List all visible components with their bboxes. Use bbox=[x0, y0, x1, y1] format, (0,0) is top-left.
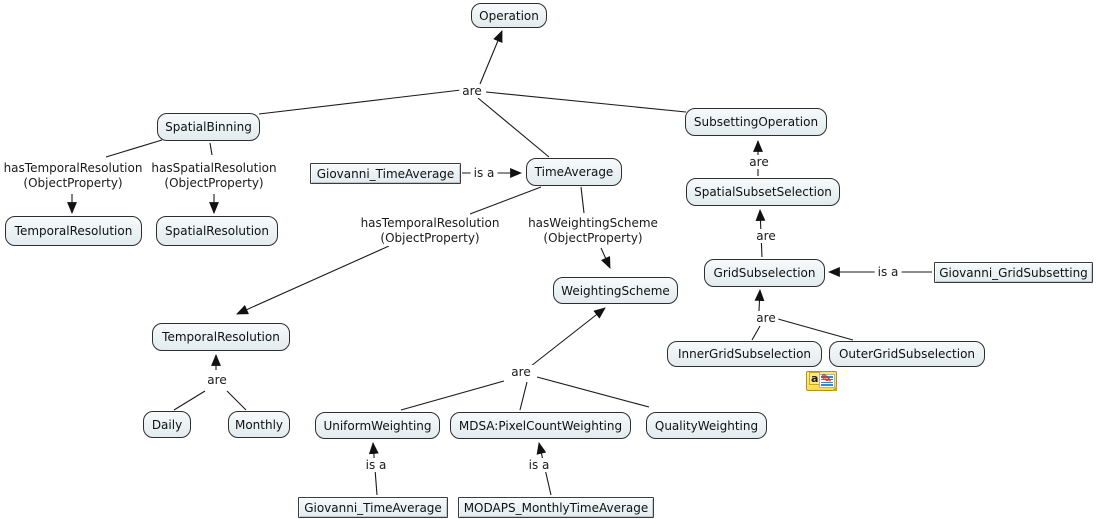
edge-uniformweighting-to-are bbox=[400, 380, 505, 411]
link-label-is-a-uniformweighting[interactable]: is a bbox=[362, 458, 390, 472]
edge-outergrid-to-are bbox=[777, 318, 854, 341]
link-label-are-gridsubselection[interactable]: are bbox=[753, 311, 779, 325]
instance-giovanni-grid-subsetting[interactable]: Giovanni_GridSubsetting bbox=[934, 262, 1093, 283]
edge-timeaverage-to-hasweighting bbox=[580, 186, 585, 214]
concept-outer-grid-subselection[interactable]: OuterGridSubselection bbox=[829, 341, 985, 367]
edge-are-to-operation bbox=[479, 30, 503, 85]
property-label-has-spatial-resolution[interactable]: hasSpatialResolution (ObjectProperty) bbox=[149, 161, 279, 191]
link-label-are-top[interactable]: are bbox=[459, 84, 485, 98]
edge-are-to-subsettingoperation bbox=[485, 91, 687, 113]
concept-weighting-scheme[interactable]: WeightingScheme bbox=[553, 277, 678, 304]
edge-innergrid-to-are bbox=[751, 325, 761, 341]
edge-are-to-weightingscheme bbox=[530, 307, 606, 367]
concept-time-average[interactable]: TimeAverage bbox=[526, 158, 622, 186]
link-label-are-subsetting[interactable]: are bbox=[746, 155, 772, 169]
edge-timeaverage-to-hastemporal bbox=[469, 186, 542, 215]
concept-spatial-binning[interactable]: SpatialBinning bbox=[157, 113, 260, 141]
edge-spatialbinning-to-hastemporal bbox=[105, 139, 163, 158]
link-label-is-a-mdsa[interactable]: is a bbox=[525, 458, 553, 472]
link-label-are-temporalresolution[interactable]: are bbox=[204, 373, 230, 387]
property-label-has-temporal-resolution-mid[interactable]: hasTemporalResolution (ObjectProperty) bbox=[358, 216, 502, 246]
link-label-are-spatialsubset[interactable]: are bbox=[753, 229, 779, 243]
annotation-paper-icon bbox=[819, 374, 835, 388]
edge-daily-to-are bbox=[173, 390, 206, 411]
instance-giovanni-time-average-bottom[interactable]: Giovanni_TimeAverage bbox=[298, 497, 448, 518]
edge-spatialbinning-to-hasspatial bbox=[209, 142, 213, 156]
edge-spatialbinning-to-are bbox=[258, 89, 462, 115]
annotation-fold bbox=[832, 386, 837, 391]
concept-inner-grid-subselection[interactable]: InnerGridSubselection bbox=[667, 341, 822, 367]
property-label-has-temporal-resolution-left[interactable]: hasTemporalResolution (ObjectProperty) bbox=[1, 161, 145, 191]
concept-mdsa-pixel-count-weighting[interactable]: MDSA:PixelCountWeighting bbox=[450, 412, 631, 439]
instance-modaps-monthly-time-average[interactable]: MODAPS_MonthlyTimeAverage bbox=[458, 497, 654, 518]
concept-monthly[interactable]: Monthly bbox=[228, 411, 290, 438]
edge-qualityweighting-to-are bbox=[536, 376, 650, 408]
concept-spatial-subset-selection[interactable]: SpatialSubsetSelection bbox=[686, 178, 840, 206]
concept-subsetting-operation[interactable]: SubsettingOperation bbox=[685, 108, 827, 136]
edge-are-to-gridsubselection bbox=[754, 289, 765, 312]
annotation-pencil-icon: ✎ bbox=[819, 371, 834, 388]
annotation-note-icon[interactable]: a ✎ bbox=[806, 371, 837, 391]
concept-temporal-resolution-left[interactable]: TemporalResolution bbox=[5, 216, 142, 246]
concept-quality-weighting[interactable]: QualityWeighting bbox=[646, 412, 767, 439]
edge-are-to-timeaverage bbox=[477, 97, 550, 158]
concept-operation[interactable]: Operation bbox=[471, 3, 547, 28]
concept-temporal-resolution-mid[interactable]: TemporalResolution bbox=[152, 323, 290, 351]
link-label-is-a-timeaverage[interactable]: is a bbox=[470, 166, 498, 180]
edge-monthly-to-are bbox=[226, 390, 247, 411]
concept-daily[interactable]: Daily bbox=[143, 411, 191, 438]
link-label-is-a-gridsubselection[interactable]: is a bbox=[874, 265, 902, 279]
concept-uniform-weighting[interactable]: UniformWeighting bbox=[315, 412, 440, 439]
property-label-has-weighting-scheme[interactable]: hasWeightingScheme (ObjectProperty) bbox=[526, 216, 660, 246]
concept-spatial-resolution[interactable]: SpatialResolution bbox=[156, 216, 278, 246]
link-label-are-weightingscheme[interactable]: are bbox=[508, 365, 534, 379]
edge-hasweighting-to-weightingscheme bbox=[600, 247, 611, 269]
edge-hastemporal-to-temporalresolution-mid bbox=[236, 245, 390, 315]
concept-grid-subselection[interactable]: GridSubselection bbox=[704, 259, 825, 287]
edge-mdsa-to-are bbox=[519, 381, 528, 411]
instance-giovanni-time-average-top[interactable]: Giovanni_TimeAverage bbox=[310, 163, 461, 184]
